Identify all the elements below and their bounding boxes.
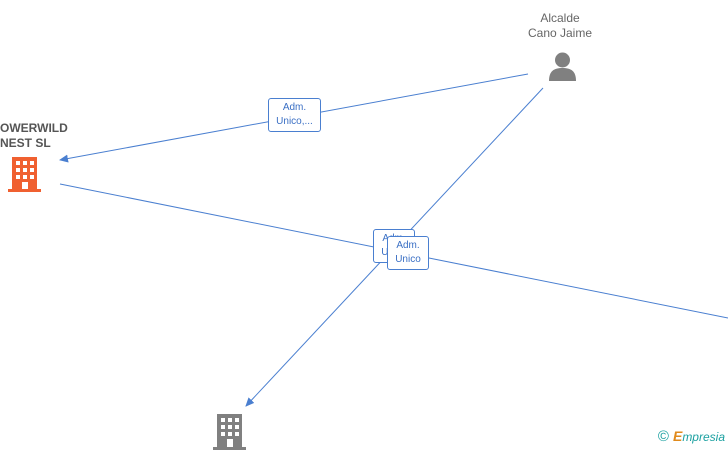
brand-name: mpresia	[682, 430, 725, 444]
company-main-label[interactable]: OWERWILD NEST SL	[0, 121, 68, 151]
empresia-watermark: ©Empresia	[658, 428, 725, 445]
building-icon-main[interactable]	[8, 157, 41, 192]
building-icon-other[interactable]	[213, 414, 246, 450]
person-icon[interactable]	[547, 51, 578, 81]
edge-label-3-line2: Unico	[395, 254, 421, 265]
person-name-line2: Cano Jaime	[527, 26, 593, 40]
brand-initial: E	[672, 428, 683, 444]
company-main-name-line1: OWERWILD	[0, 121, 68, 135]
edge-label-1-line1: Adm.	[282, 102, 307, 113]
company-main-name-line2: NEST SL	[0, 136, 51, 150]
edge-label-1-line2: Unico,...	[276, 116, 313, 127]
person-node-label[interactable]: Alcalde Cano Jaime	[520, 11, 600, 41]
copyright-symbol: ©	[657, 428, 669, 445]
edge-label-3-line1: Adm.	[396, 240, 420, 251]
edge-label-adm-unico-1[interactable]: Adm. Unico,...	[268, 98, 321, 132]
person-name-line1: Alcalde	[540, 11, 580, 25]
edge-label-adm-unico-3[interactable]: Adm. Unico	[387, 236, 429, 270]
